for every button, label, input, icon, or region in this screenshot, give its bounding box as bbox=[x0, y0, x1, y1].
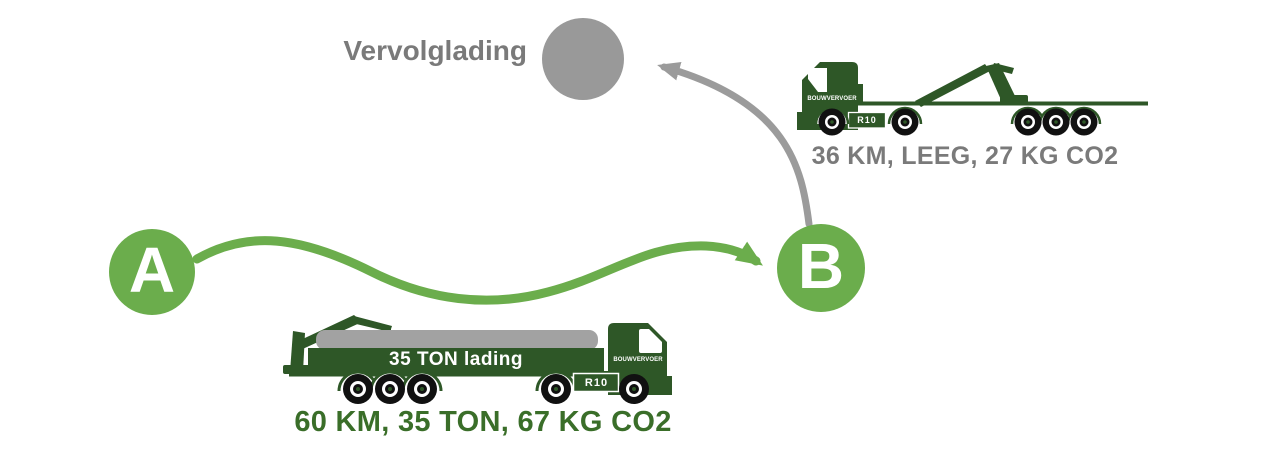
flatbed-truck-with-crane-empty-icon bbox=[797, 62, 1148, 136]
node-a-label: A bbox=[128, 234, 176, 306]
node-b: B bbox=[777, 224, 865, 312]
truck-plate-empty: R10 bbox=[857, 115, 877, 125]
route-b-to-followup-arrow bbox=[657, 62, 813, 228]
node-followup bbox=[542, 18, 624, 100]
truck-brand-empty: BOUWVERVOER bbox=[807, 96, 857, 102]
truck-brand-loaded: BOUWVERVOER bbox=[613, 357, 663, 363]
truck-load-label: 35 TON lading bbox=[389, 349, 523, 370]
node-a: A bbox=[109, 229, 195, 315]
node-b-label: B bbox=[797, 230, 845, 302]
empty-leg-caption: 36 KM, LEEG, 27 KG CO2 bbox=[811, 142, 1119, 170]
truck-plate-loaded: R10 bbox=[584, 377, 609, 389]
flatbed-truck-with-crane-loaded-icon bbox=[283, 315, 672, 404]
node-followup-label: Vervolglading bbox=[343, 35, 527, 66]
loaded-leg-caption: 60 KM, 35 TON, 67 KG CO2 bbox=[294, 406, 672, 438]
route-a-to-b-arrow bbox=[192, 236, 763, 305]
